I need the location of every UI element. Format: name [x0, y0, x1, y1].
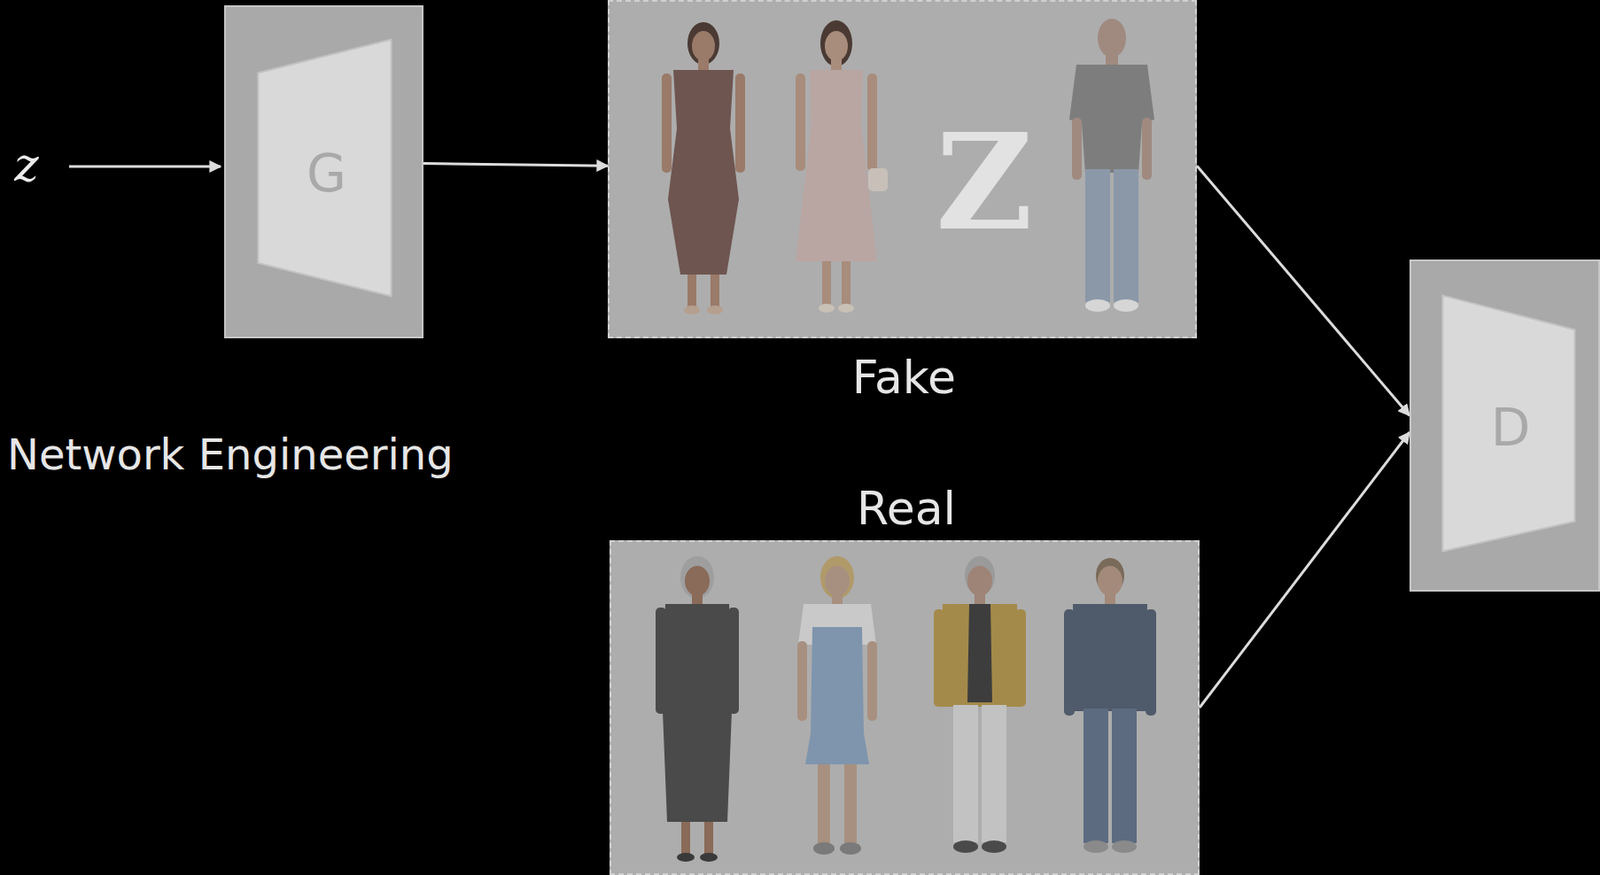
- person-figure: [933, 609, 945, 707]
- person-figure: [1104, 594, 1116, 606]
- person-figure: [813, 842, 835, 855]
- person-figure: [687, 274, 697, 309]
- person-figure: [710, 274, 720, 309]
- person-figure: [824, 566, 850, 597]
- person-figure: [687, 22, 720, 65]
- person-figure: [831, 594, 843, 606]
- person-figure: [1064, 609, 1075, 716]
- person-figure: [838, 303, 855, 313]
- person-figure: [667, 69, 739, 275]
- person-figure: [1069, 18, 1155, 312]
- person-figure: [698, 59, 709, 72]
- image-panel: Fake: [607, 0, 1197, 339]
- person-figure: [831, 59, 842, 72]
- person-figure: [681, 822, 691, 855]
- person-figure: [1113, 299, 1139, 312]
- person-figure: [661, 73, 672, 173]
- person-figure: [1145, 609, 1157, 716]
- person-figure: [1111, 708, 1137, 844]
- person-figure: [820, 556, 855, 599]
- discriminator-box: D: [1409, 259, 1600, 592]
- person-figure: [1083, 708, 1109, 844]
- person-figure: [805, 627, 870, 765]
- trapezoid-shape: [1442, 295, 1575, 552]
- person-figure: [735, 73, 746, 173]
- latent-variable: z: [14, 138, 39, 192]
- person-figure: [795, 20, 888, 313]
- connector-arrow: [1199, 432, 1410, 708]
- person-figure: [1097, 18, 1127, 58]
- person-figure: [683, 305, 700, 315]
- person-figure: [1141, 117, 1152, 180]
- person-figure: [841, 261, 851, 306]
- person-figure: [1085, 169, 1111, 303]
- connector-arrow: [423, 163, 608, 167]
- person-figure: [797, 556, 878, 855]
- person-figure: [1072, 604, 1148, 712]
- person-figure: [867, 641, 878, 722]
- panel-heading: Real: [856, 481, 956, 536]
- person-figure: [839, 842, 862, 855]
- person-figure: [844, 764, 857, 845]
- person-figure: [1083, 840, 1109, 854]
- image-panel: Real: [609, 540, 1200, 875]
- person-figure: [1085, 299, 1111, 312]
- input-arrow: [69, 166, 221, 168]
- trapezoid-shape: [257, 39, 391, 297]
- person-figure: [818, 303, 835, 313]
- section-title: Network Engineering: [7, 429, 454, 480]
- panel-fill: [607, 0, 1200, 875]
- person-figure: [1105, 54, 1119, 65]
- person-figure: [967, 604, 993, 703]
- person-figure: [953, 840, 979, 854]
- person-figure: [704, 822, 714, 855]
- person-figure: [680, 556, 715, 599]
- person-figure: [795, 69, 878, 262]
- person-figure: [655, 556, 739, 863]
- panel-fill: [607, 0, 1197, 339]
- person-figure: [981, 705, 1007, 843]
- person-figure: [728, 607, 739, 715]
- connector-arrow: [1196, 165, 1410, 416]
- panel-heading: Fake: [852, 350, 956, 404]
- person-figure: [933, 556, 1026, 854]
- person-figure: [1097, 566, 1123, 597]
- person-figure: [691, 594, 703, 606]
- person-figure: [867, 73, 878, 171]
- person-figure: [1071, 117, 1082, 180]
- generator-box: G: [224, 5, 424, 339]
- person-figure: [940, 604, 1019, 707]
- person-figure: [691, 31, 715, 62]
- block-letter: D: [1491, 397, 1531, 459]
- person-figure: [817, 764, 831, 845]
- person-figure: [822, 261, 832, 306]
- person-figure: [795, 73, 806, 171]
- person-figure: [661, 22, 746, 315]
- panel-fill: [609, 540, 1200, 875]
- block-letter: G: [306, 143, 347, 204]
- person-figure: [824, 31, 848, 62]
- person-figure: [981, 840, 1007, 854]
- person-figure: [684, 566, 710, 597]
- person-figure: [953, 705, 979, 843]
- generated-glyph: Z: [935, 103, 1034, 260]
- person-figure: [676, 853, 695, 863]
- person-figure: [797, 641, 808, 722]
- person-figure: [868, 168, 888, 192]
- person-figure: [655, 607, 667, 715]
- person-figure: [974, 594, 986, 606]
- person-figure: [661, 604, 733, 823]
- person-figure: [699, 853, 718, 863]
- input-arrow: [69, 165, 221, 169]
- person-figure: [1069, 64, 1155, 173]
- person-figure: [706, 305, 723, 315]
- person-figure: [1113, 169, 1139, 303]
- person-figure: [964, 556, 995, 596]
- person-figure: [967, 566, 993, 597]
- person-figure: [1064, 558, 1157, 854]
- person-figure: [1015, 609, 1026, 707]
- person-figure: [1111, 840, 1137, 854]
